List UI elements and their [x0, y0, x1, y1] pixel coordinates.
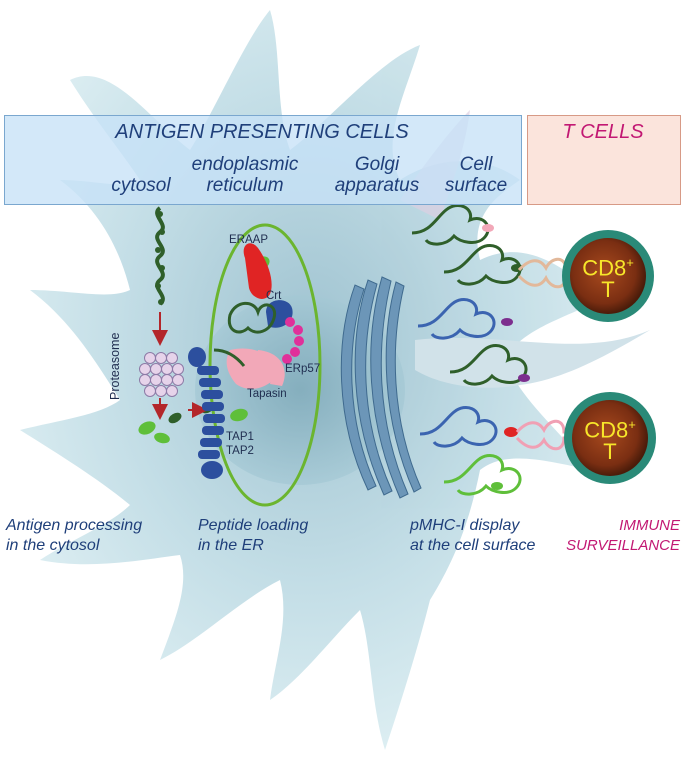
- apc-header-box: [4, 115, 522, 205]
- label-eraap: ERAAP: [229, 234, 268, 246]
- proteasome: [139, 352, 184, 420]
- label-tap1: TAP1: [226, 431, 254, 443]
- step4-line2: SURVEILLANCE: [566, 537, 680, 554]
- apc-title: ANTIGEN PRESENTING CELLS: [115, 121, 409, 143]
- step2-line2: in the ER: [198, 537, 264, 554]
- label-surface-line1: Cell: [459, 154, 493, 175]
- label-tap2: TAP2: [226, 445, 254, 457]
- label-tapasin: Tapasin: [247, 388, 287, 400]
- tcells-header-box: [527, 115, 681, 205]
- cd8-label-bottom: CD8+ T: [580, 418, 640, 463]
- step3-line2: at the cell surface: [410, 537, 536, 554]
- label-surface-line2: surface: [444, 175, 508, 196]
- step4-line1: IMMUNE: [619, 517, 680, 534]
- cd8-t-cell-top: [562, 230, 654, 322]
- er-outline: [208, 223, 322, 507]
- label-golgi-line2: apparatus: [334, 175, 420, 196]
- tap-transporter: [188, 347, 225, 479]
- label-er-line2: reticulum: [206, 175, 284, 196]
- label-proteasome: Proteasome: [108, 332, 122, 400]
- step3-line1: pMHC-I display: [410, 517, 520, 534]
- golgi-apparatus: [340, 276, 422, 499]
- cd8-sup: +: [626, 255, 634, 270]
- step1-line1: Antigen processing: [6, 517, 143, 534]
- cd8-sup: +: [628, 417, 636, 432]
- label-golgi-line1: Golgi: [354, 154, 400, 175]
- surface-mhc-molecules: [411, 204, 530, 496]
- eraap: [243, 243, 272, 299]
- cd8-text: CD8: [582, 255, 627, 281]
- label-er-line1: endoplasmic: [191, 154, 299, 175]
- cd8-text: CD8: [584, 417, 629, 443]
- peptide-loading-complex: [213, 300, 304, 389]
- step2-line1: Peptide loading: [198, 517, 309, 534]
- step1-line2: in the cytosol: [6, 537, 100, 554]
- label-crt: Crt: [266, 290, 282, 302]
- tcells-title: T CELLS: [562, 121, 644, 143]
- t-cell-receptors: [515, 257, 574, 451]
- antigen-chain: [152, 206, 168, 346]
- cd8-t: T: [601, 277, 615, 303]
- cd8-label-top: CD8+ T: [578, 256, 638, 301]
- cd8-t-cell-bottom: [564, 392, 656, 484]
- label-cytosol: cytosol: [111, 175, 171, 196]
- cd8-t: T: [603, 439, 617, 465]
- label-erp57: ERp57: [285, 363, 321, 375]
